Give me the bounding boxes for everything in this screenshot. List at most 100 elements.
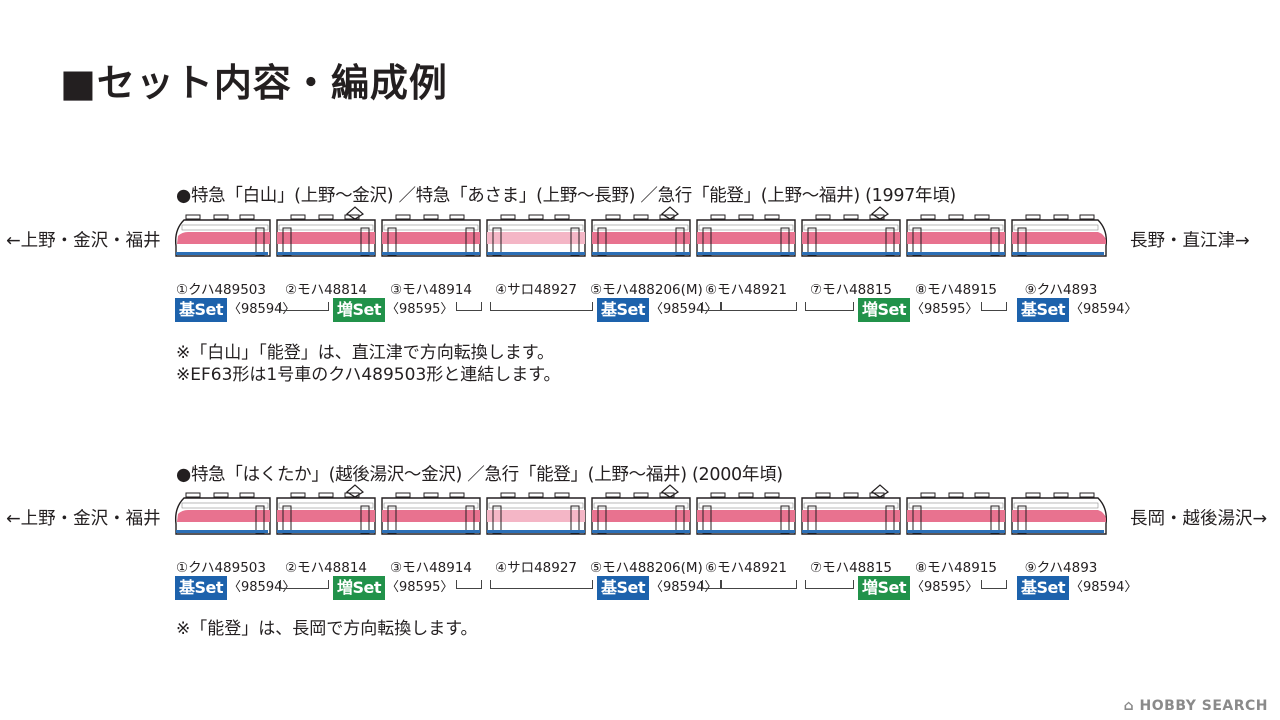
- car-label: ①クハ489503: [176, 282, 266, 298]
- section-1-right-direction: 長野・直江津→: [1130, 231, 1250, 251]
- car-drawing: [486, 214, 586, 257]
- train-car-9: ⑨クハ4893: [1010, 484, 1112, 576]
- set-bracket: [280, 580, 329, 589]
- car-drawing: [381, 492, 481, 535]
- car-drawing: [591, 484, 691, 535]
- train-car-8: ⑧モハ48915: [905, 206, 1007, 298]
- car-drawing: [801, 206, 901, 257]
- train-car-1: ①クハ489503: [170, 484, 272, 576]
- set-bracket: [981, 302, 1007, 311]
- car-label: ⑦モハ48815: [809, 560, 893, 576]
- set-row-2: 基Set〈98594〉増Set〈98595〉基Set〈98594〉増Set〈98…: [0, 576, 1280, 602]
- set-bracket: [805, 302, 854, 311]
- set-code: 〈98594〉: [228, 302, 296, 317]
- base-set-badge: 基Set: [175, 298, 228, 322]
- hobby-search-logo-icon: ⌂: [1123, 698, 1140, 714]
- set-bracket: [490, 302, 593, 311]
- car-drawing: [1011, 492, 1108, 535]
- train-car-2: ②モハ48814: [275, 206, 377, 298]
- car-drawing: [591, 206, 691, 257]
- set-bracket: [702, 580, 797, 589]
- set-code: 〈98595〉: [911, 580, 979, 595]
- train-car-5: ⑤モハ488206(M): [590, 206, 703, 298]
- set-bracket: [981, 580, 1007, 589]
- car-drawing: [696, 214, 796, 257]
- train-car-3: ③モハ48914: [380, 206, 482, 298]
- base-set-badge: 基Set: [1017, 576, 1070, 600]
- page-title: ■セット内容・編成例: [60, 61, 448, 105]
- train-car-2: ②モハ48814: [275, 484, 377, 576]
- car-label: ⑥モハ48921: [704, 282, 788, 298]
- base-set-badge: 基Set: [175, 576, 228, 600]
- section-1-left-direction: ←上野・金沢・福井: [6, 231, 161, 251]
- set-code: 〈98594〉: [1070, 302, 1138, 317]
- set-bracket: [702, 302, 797, 311]
- base-set-badge: 基Set: [597, 576, 650, 600]
- base-set-badge: 基Set: [597, 298, 650, 322]
- section-1-note-1: ※「白山」「能登」は、直江津で方向転換します。: [176, 343, 555, 363]
- set-code: 〈98595〉: [386, 302, 454, 317]
- set-bracket: [805, 580, 854, 589]
- car-label: ④サロ48927: [494, 282, 578, 298]
- train-car-5: ⑤モハ488206(M): [590, 484, 703, 576]
- car-drawing: [906, 492, 1006, 535]
- car-drawing: [486, 492, 586, 535]
- section-1-note-2: ※EF63形は1号車のクハ489503形と連結します。: [176, 365, 561, 385]
- set-code: 〈98594〉: [228, 580, 296, 595]
- car-label: ③モハ48914: [389, 282, 473, 298]
- car-drawing: [906, 214, 1006, 257]
- car-label: ①クハ489503: [176, 560, 266, 576]
- car-drawing: [276, 484, 376, 535]
- set-row-1: 基Set〈98594〉増Set〈98595〉基Set〈98594〉増Set〈98…: [0, 298, 1280, 324]
- section-1-heading: ●特急「白山」(上野～金沢) ／特急「あさま」(上野～長野) ／急行「能登」(上…: [176, 186, 956, 206]
- car-drawing: [381, 214, 481, 257]
- car-label: ④サロ48927: [494, 560, 578, 576]
- car-label: ②モハ48814: [284, 282, 368, 298]
- car-label: ⑤モハ488206(M): [590, 282, 703, 298]
- set-code: 〈98594〉: [1070, 580, 1138, 595]
- car-label: ⑧モハ48915: [914, 560, 998, 576]
- set-bracket: [490, 580, 593, 589]
- car-drawing: [696, 492, 796, 535]
- set-code: 〈98595〉: [386, 580, 454, 595]
- set-bracket: [456, 302, 482, 311]
- car-label: ②モハ48814: [284, 560, 368, 576]
- train-car-7: ⑦モハ48815: [800, 206, 902, 298]
- set-code: 〈98594〉: [650, 302, 718, 317]
- car-drawing: [174, 492, 271, 535]
- train-car-4: ④サロ48927: [485, 206, 587, 298]
- car-label: ③モハ48914: [389, 560, 473, 576]
- car-drawing: [801, 484, 901, 535]
- add-set-badge: 増Set: [858, 298, 911, 322]
- add-set-badge: 増Set: [858, 576, 911, 600]
- car-drawing: [174, 214, 271, 257]
- section-2-left-direction: ←上野・金沢・福井: [6, 509, 161, 529]
- car-label: ⑨クハ4893: [1024, 282, 1098, 298]
- section-2-right-direction: 長岡・越後湯沢→: [1130, 509, 1268, 529]
- train-car-6: ⑥モハ48921: [695, 484, 797, 576]
- set-bracket: [456, 580, 482, 589]
- train-car-6: ⑥モハ48921: [695, 206, 797, 298]
- section-2-heading: ●特急「はくたか」(越後湯沢～金沢) ／急行「能登」(上野～福井) (2000年…: [176, 465, 783, 485]
- add-set-badge: 増Set: [333, 576, 386, 600]
- watermark: ⌂ HOBBY SEARCH: [1124, 698, 1268, 714]
- train-car-3: ③モハ48914: [380, 484, 482, 576]
- train-car-8: ⑧モハ48915: [905, 484, 1007, 576]
- car-label: ⑨クハ4893: [1024, 560, 1098, 576]
- set-code: 〈98595〉: [911, 302, 979, 317]
- section-2-note-1: ※「能登」は、長岡で方向転換します。: [176, 619, 478, 639]
- train-car-4: ④サロ48927: [485, 484, 587, 576]
- car-drawing: [1011, 214, 1108, 257]
- base-set-badge: 基Set: [1017, 298, 1070, 322]
- car-label: ⑧モハ48915: [914, 282, 998, 298]
- set-code: 〈98594〉: [650, 580, 718, 595]
- set-bracket: [280, 302, 329, 311]
- add-set-badge: 増Set: [333, 298, 386, 322]
- watermark-text: HOBBY SEARCH: [1139, 698, 1268, 714]
- train-car-1: ①クハ489503: [170, 206, 272, 298]
- car-label: ⑦モハ48815: [809, 282, 893, 298]
- train-car-9: ⑨クハ4893: [1010, 206, 1112, 298]
- car-label: ⑥モハ48921: [704, 560, 788, 576]
- car-label: ⑤モハ488206(M): [590, 560, 703, 576]
- car-drawing: [276, 206, 376, 257]
